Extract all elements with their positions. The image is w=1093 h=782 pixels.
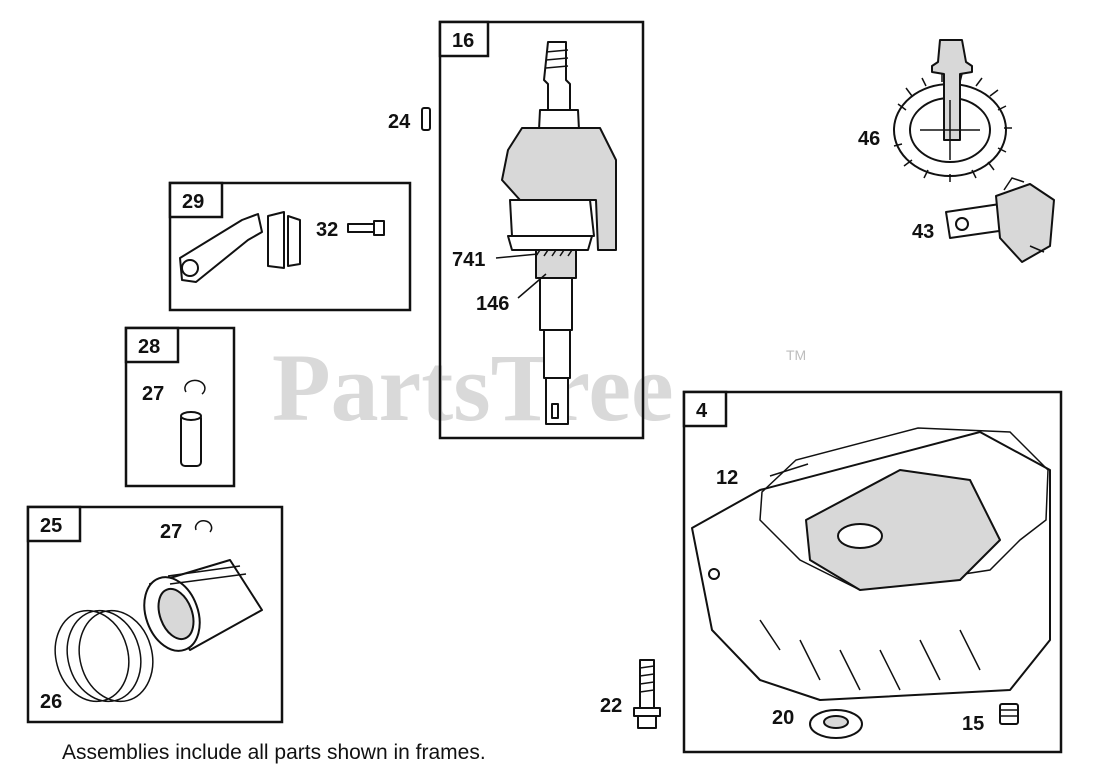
- part-label-32[interactable]: 32: [316, 219, 338, 241]
- connecting-rod-illustration: [179, 211, 301, 283]
- crankshaft-illustration: [501, 41, 617, 425]
- leader-12: [769, 463, 809, 477]
- part-label-15[interactable]: 15: [962, 713, 984, 735]
- piston-illustration: [143, 559, 263, 652]
- key-24-illustration: [421, 107, 431, 131]
- bushing-20-illustration: [809, 709, 863, 739]
- frame-16-number: 16: [452, 30, 474, 52]
- retaining-ring-illustration: [184, 379, 206, 395]
- part-label-741[interactable]: 741: [452, 249, 485, 271]
- frame-4[interactable]: 4 12 20 15: [682, 390, 1063, 754]
- frame-16[interactable]: 16: [438, 20, 645, 440]
- part-label-46[interactable]: 46: [858, 128, 880, 150]
- frame-28[interactable]: 28 27: [124, 326, 236, 488]
- frame-29[interactable]: 29 32: [168, 181, 412, 312]
- leader-741: [495, 253, 539, 259]
- part-label-43[interactable]: 43: [912, 221, 934, 243]
- governor-43-illustration: [945, 177, 1055, 263]
- part-label-24[interactable]: 24: [388, 111, 411, 133]
- part-label-12[interactable]: 12: [716, 467, 738, 489]
- part-label-146[interactable]: 146: [476, 293, 509, 315]
- plug-15-illustration: [999, 703, 1019, 725]
- frame-28-number: 28: [138, 336, 160, 358]
- part-label-27-piston[interactable]: 27: [160, 521, 182, 543]
- piston-pin-illustration: [180, 411, 202, 467]
- retaining-ring-2-illustration: [194, 520, 213, 533]
- bolt-22-illustration: [633, 659, 661, 729]
- frame-4-number: 4: [696, 400, 708, 422]
- leader-146: [517, 273, 547, 299]
- part-label-26[interactable]: 26: [40, 691, 62, 713]
- watermark-text: PartsTree: [272, 334, 674, 441]
- part-label-27-pin[interactable]: 27: [142, 383, 164, 405]
- crankcase-illustration: [691, 427, 1051, 701]
- frame-25-number: 25: [40, 515, 62, 537]
- part-label-22[interactable]: 22: [600, 695, 622, 717]
- assemblies-note: Assemblies include all parts shown in fr…: [62, 741, 486, 764]
- frame-29-number: 29: [182, 191, 204, 213]
- bolt-32-illustration: [347, 220, 385, 236]
- cam-gear-46-illustration: [893, 39, 1012, 182]
- part-label-20[interactable]: 20: [772, 707, 794, 729]
- piston-rings-illustration: [54, 609, 154, 703]
- frame-25[interactable]: 25 27 26: [26, 505, 284, 724]
- watermark-trademark: TM: [786, 347, 806, 363]
